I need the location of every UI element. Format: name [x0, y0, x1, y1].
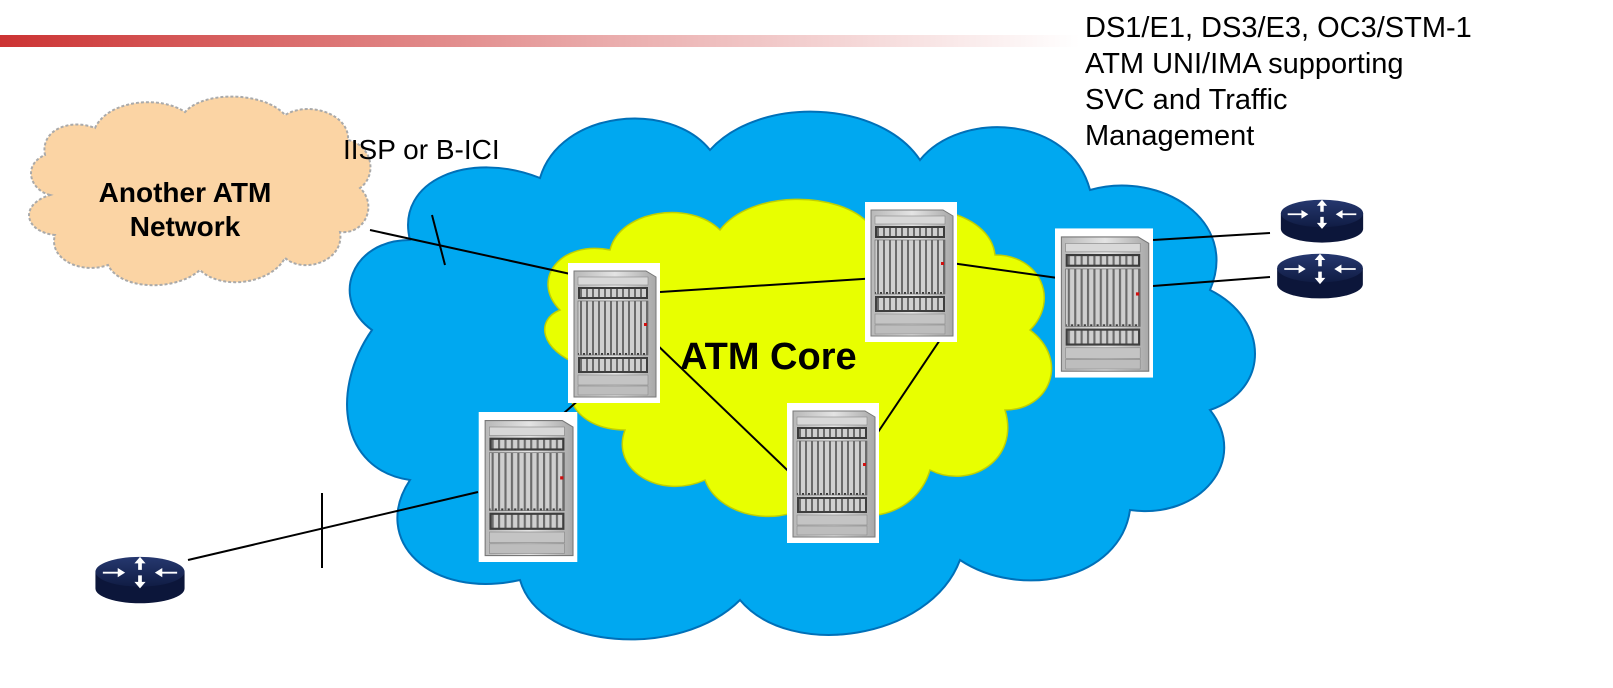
atm-switch-core-a [568, 262, 660, 404]
note-line: SVC and Traffic [1085, 84, 1288, 116]
link-edge-to-router-2 [1152, 276, 1271, 287]
note-line: Management [1085, 120, 1255, 152]
atm-switch-core-b [865, 201, 957, 343]
atm-switch-core-c [787, 402, 879, 544]
links [187, 214, 1271, 568]
interface-note: DS1/E1, DS3/E3, OC3/STM-1 ATM UNI/IMA su… [1085, 10, 1472, 154]
external-network-label: Another ATM Network [60, 176, 310, 244]
link-protocol-label: IISP or B-ICI [343, 134, 500, 165]
note-line: DS1/E1, DS3/E3, OC3/STM-1 [1085, 12, 1472, 44]
link-router-to-switch-d [187, 491, 479, 561]
link-external-to-core [369, 229, 576, 276]
router-icon [1277, 253, 1363, 299]
atm-switch-access [478, 412, 578, 562]
link-edge-to-router-1 [1152, 232, 1271, 241]
interface-tick-external [431, 214, 446, 266]
external-network-label-line1: Another ATM [98, 177, 272, 208]
atm-switch-edge [1055, 228, 1153, 378]
router-icon [95, 556, 185, 604]
header-bar [0, 35, 1080, 47]
external-network-cloud [28, 95, 372, 287]
link-switch-a-to-c [651, 339, 809, 491]
external-network-label-line2: Network [129, 211, 241, 242]
link-switch-b-to-c [867, 324, 951, 448]
link-switch-a-to-b [659, 277, 879, 293]
router-icon [1280, 199, 1364, 243]
core-label: ATM Core [680, 336, 857, 378]
link-switch-b-to-edge [943, 261, 1073, 281]
note-line: ATM UNI/IMA supporting [1085, 48, 1404, 80]
